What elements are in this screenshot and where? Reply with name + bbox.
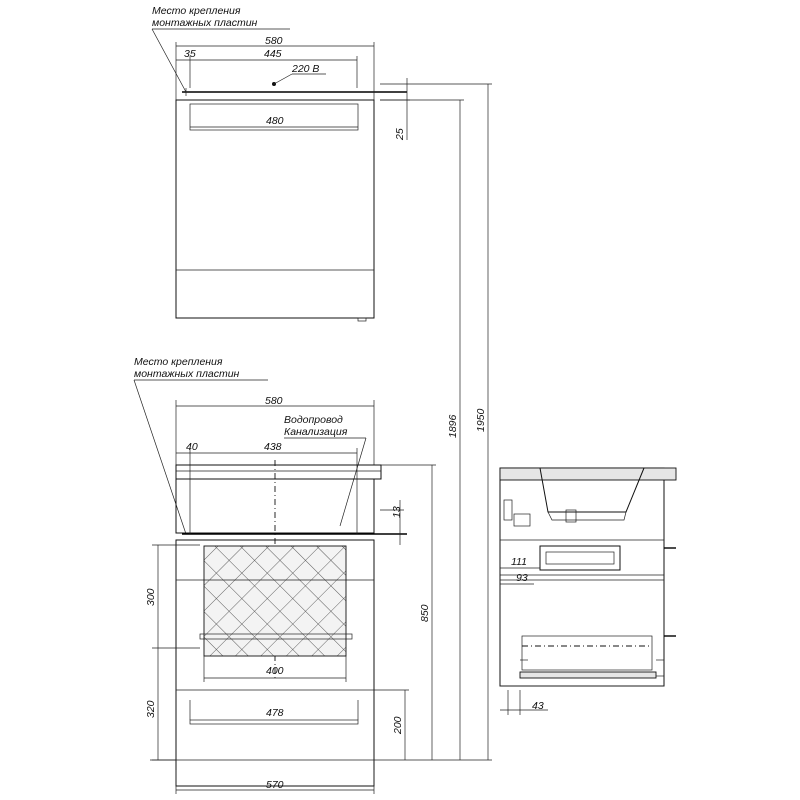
- dim-side-93: 93: [516, 572, 528, 584]
- side-view: 111 93 43: [499, 467, 677, 715]
- dim-top-span: 445: [264, 48, 282, 60]
- dim-top-offset: 35: [184, 48, 196, 60]
- mirror-mesh: [203, 545, 347, 657]
- water-line1: Водопровод: [284, 414, 343, 426]
- vanity-cabinet: 400 478: [175, 539, 375, 787]
- overall-height-dimensions: 1896 1950: [380, 83, 492, 760]
- bottom-dimensions: 580 40 438 Водопровод Канализация: [175, 395, 375, 527]
- dim-floor-200: 200: [392, 716, 404, 735]
- dim-1950: 1950: [475, 408, 487, 432]
- dim-side-43: 43: [532, 700, 544, 712]
- dim-base-570: 570: [266, 779, 284, 791]
- dim-bottom-offset: 40: [186, 441, 198, 453]
- top-dimensions: 580 35 445 480 25 220 В: [175, 35, 410, 141]
- base-dimension: 570: [175, 770, 375, 794]
- power-label: 220 В: [291, 63, 319, 75]
- dim-top-width: 580: [265, 35, 283, 47]
- mount-top-line1: Место крепления: [152, 5, 241, 17]
- dim-top-gap: 25: [394, 128, 406, 141]
- dim-bottom-gap: 13: [391, 506, 403, 518]
- dim-left-320: 320: [145, 700, 157, 718]
- upper-cabinet: [175, 80, 407, 322]
- water-line2: Канализация: [284, 426, 348, 438]
- left-dimensions: 300 320: [145, 544, 200, 761]
- mount-label-top: Место крепления монтажных пластин: [151, 5, 290, 93]
- mount-bottom-line1: Место крепления: [134, 356, 223, 368]
- dim-top-inner: 480: [266, 115, 284, 127]
- dim-mirror-400: 400: [266, 665, 284, 677]
- right-dimensions: 850 200: [374, 464, 436, 760]
- dim-bottom-span: 438: [264, 441, 282, 453]
- dim-left-300: 300: [145, 588, 157, 606]
- mount-label-bottom: Место крепления монтажных пластин: [133, 356, 268, 535]
- dim-bottom-width: 580: [265, 395, 283, 407]
- dim-side-111: 111: [511, 556, 527, 568]
- mount-bottom-line2: монтажных пластин: [134, 368, 240, 380]
- mount-top-line2: монтажных пластин: [152, 17, 258, 29]
- dim-cabinet-478: 478: [266, 707, 284, 719]
- dim-1896: 1896: [447, 414, 459, 438]
- dim-height-850: 850: [419, 604, 431, 622]
